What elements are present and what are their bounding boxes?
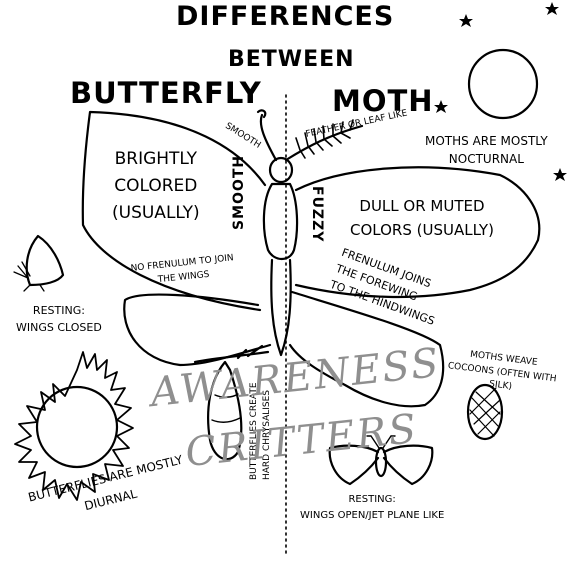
resting-moth-icon xyxy=(328,444,434,486)
moth-antenna xyxy=(284,124,364,162)
brightly-colored-label: BRIGHTLY COLORED (USUALLY) xyxy=(112,149,200,224)
butterfly-antenna xyxy=(259,113,278,162)
sun-rays xyxy=(14,351,134,501)
subtitle: BETWEEN xyxy=(228,47,355,72)
insect-head xyxy=(268,156,294,184)
butterfly-heading: BUTTERFLY xyxy=(70,76,262,110)
sun-icon xyxy=(35,385,119,469)
moon-icon xyxy=(467,48,539,120)
insect-thorax xyxy=(262,182,299,261)
dull-colors-label: DULL OR MUTED COLORS (USUALLY) xyxy=(350,197,494,239)
moth-forewing xyxy=(294,166,541,299)
butterfly-hindwing xyxy=(123,293,272,367)
cocoon-icon xyxy=(466,383,504,441)
star-icon xyxy=(434,2,567,181)
resting-closed-label: RESTING: WINGS CLOSED xyxy=(16,304,102,334)
resting-butterfly-icon xyxy=(25,234,65,287)
chrysalis-icon xyxy=(207,360,243,461)
moth-heading: MOTH xyxy=(332,84,434,118)
smooth-body-label: SMOOTH xyxy=(231,154,247,230)
butterfly-forewing xyxy=(81,110,267,312)
moth-hindwing xyxy=(288,290,445,408)
fuzzy-body-label: FUZZY xyxy=(309,186,325,243)
resting-open-label: RESTING: WINGS OPEN/JET PLANE LIKE xyxy=(300,494,445,521)
twig xyxy=(193,344,270,364)
insect-abdomen xyxy=(270,258,292,357)
nocturnal-label: MOTHS ARE MOSTLY NOCTURNAL xyxy=(425,134,548,166)
page-title: DIFFERENCES xyxy=(176,1,395,32)
